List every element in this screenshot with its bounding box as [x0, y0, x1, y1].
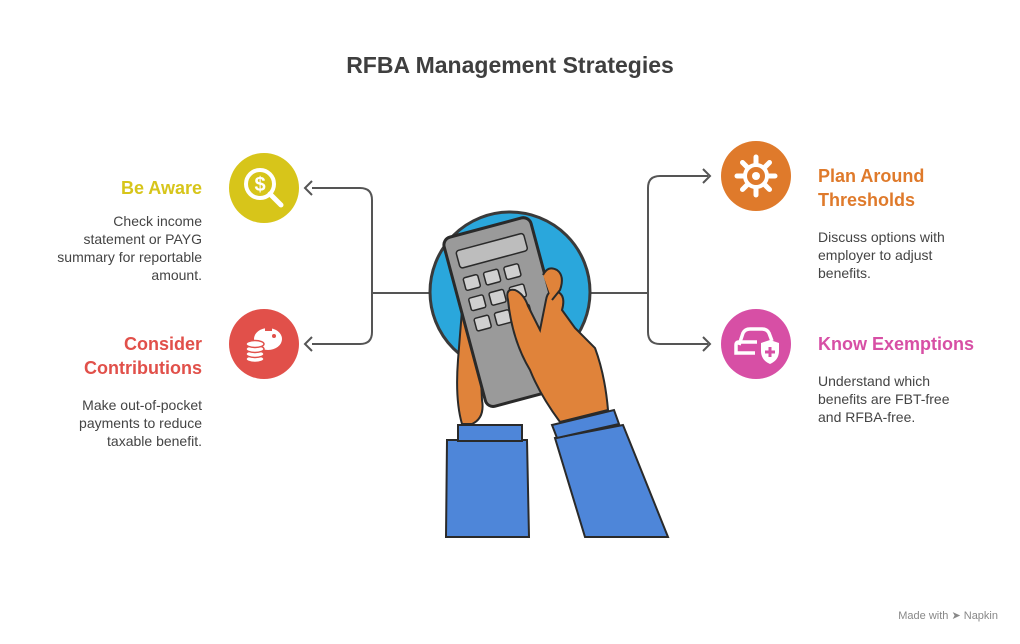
heading-plan-around-thresholds: Plan Around Thresholds [818, 164, 998, 212]
desc-line: payments to reduce [79, 415, 202, 431]
desc-line: Check income [113, 213, 202, 229]
desc-line: summary for reportable [57, 249, 202, 265]
desc-line: benefits are FBT-free [818, 391, 950, 407]
napkin-logo-icon: ➤ [951, 610, 961, 622]
heading-line: Consider [123, 334, 202, 354]
arrowhead-be-aware [303, 180, 313, 196]
heading-consider-contributions: Consider Contributions [20, 332, 202, 380]
desc-be-aware: Check income statement or PAYG summary f… [20, 212, 202, 284]
heading-be-aware: Be Aware [120, 178, 202, 198]
made-with-label: Made with [898, 610, 949, 622]
desc-plan-around-thresholds: Discuss options with employer to adjust … [818, 228, 1008, 282]
desc-know-exemptions: Understand which benefits are FBT-free a… [818, 372, 1008, 426]
desc-line: benefits. [818, 265, 871, 281]
car-shield-icon [721, 309, 791, 379]
svg-text:$: $ [254, 174, 265, 196]
footer-attribution: Made with ➤ Napkin [898, 609, 998, 622]
connector-exemptions [647, 293, 708, 345]
calculator-hands-icon [428, 210, 670, 538]
arrowhead-consider [303, 336, 313, 352]
arrowhead-exemptions [702, 336, 712, 352]
page-title: RFBA Management Strategies [346, 52, 674, 78]
heading-line: Thresholds [818, 190, 916, 210]
desc-line: taxable benefit. [107, 433, 202, 449]
piggy-bank-coins-icon [229, 309, 299, 379]
desc-line: Discuss options with [818, 229, 945, 245]
brand-label: Napkin [963, 610, 998, 622]
gear-icon [721, 141, 791, 211]
heading-line: Contributions [84, 358, 202, 378]
connector-plan [590, 175, 708, 294]
desc-line: amount. [151, 267, 202, 283]
dollar-search-icon: $ [229, 153, 299, 223]
desc-line: employer to adjust [818, 247, 933, 263]
heading-know-exemptions: Know Exemptions [818, 334, 975, 354]
heading-line: Plan Around [818, 166, 925, 186]
desc-consider-contributions: Make out-of-pocket payments to reduce ta… [20, 396, 202, 450]
arrowhead-plan [702, 168, 712, 184]
connector-consider [312, 293, 373, 345]
desc-line: statement or PAYG [83, 231, 202, 247]
desc-line: and RFBA-free. [818, 409, 916, 425]
connector-lines [303, 168, 712, 352]
desc-line: Understand which [818, 373, 931, 389]
connector-be-aware [312, 187, 430, 294]
desc-line: Make out-of-pocket [82, 397, 202, 413]
